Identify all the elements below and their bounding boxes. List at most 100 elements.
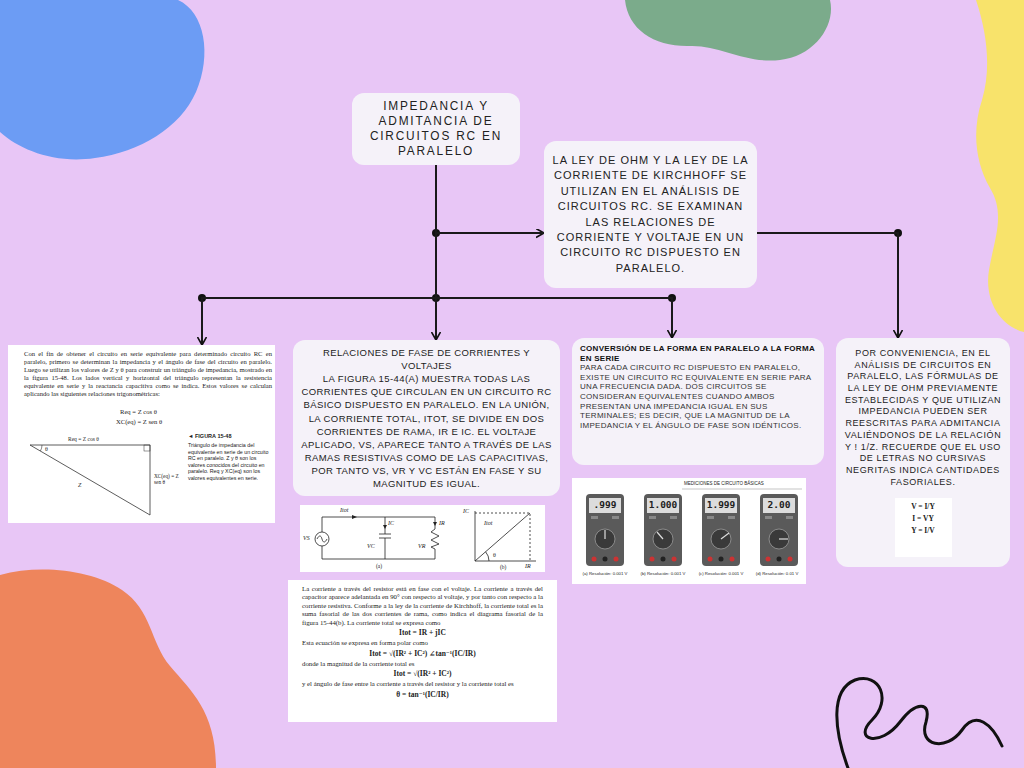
figure-part (433, 522, 437, 526)
note-heading: CONVERSIÓN DE LA FORMA EN PARALELO A LA … (580, 344, 816, 363)
excerpt-paragraph: Esta ecuación se expresa en forma polar … (302, 639, 543, 647)
figure-part (144, 445, 150, 451)
excerpt-paragraph: donde la magnitud de la corriente total … (302, 660, 543, 668)
figure-part (475, 511, 536, 561)
note-heading: RELACIONES DE FASE DE CORRIENTES Y VOLTA… (301, 346, 552, 372)
figure-part (322, 517, 435, 532)
figure-part (670, 516, 677, 519)
figure-part (595, 529, 615, 549)
topic-title: IMPEDANCIA Y ADMITANCIA DE CIRCUITOS RC … (360, 99, 512, 158)
figure-part (385, 538, 386, 559)
figure-part (40, 445, 42, 451)
figure-part (653, 529, 673, 549)
formula: I = VY (897, 513, 950, 525)
formula: Itot = √(IR² + IC²) (302, 668, 543, 680)
excerpt-paragraph: Con el fin de obtener el circuito en ser… (24, 350, 272, 398)
figure-part (707, 516, 714, 519)
figure-part (315, 532, 329, 546)
textbook-excerpt: La corriente a través del resistor está … (288, 580, 557, 722)
note-box: LA LEY DE OHM Y LA LEY DE LA CORRIENTE D… (544, 141, 757, 288)
figure-caption: Triángulo de impedancia del equivalente … (188, 442, 272, 482)
figure-part (760, 494, 798, 566)
triangle-label: Z (78, 482, 81, 489)
meter-caption: (a) Resolución: 0.001 V (577, 571, 633, 576)
note-text: LA LEY DE OHM Y LA LEY DE LA CORRIENTE D… (552, 153, 749, 276)
triangle-label: XC(eq) = Z sen θ (154, 473, 186, 486)
figure-part (708, 557, 713, 562)
figure-part-label: (a) (376, 563, 382, 570)
connector-arrow (202, 165, 436, 345)
formula: Itot = √(IR² + IC²) ∠tan⁻¹(IC/IR) (302, 648, 543, 660)
figure-part (721, 533, 729, 539)
figure-part (317, 536, 327, 542)
voltage-label: VS (303, 535, 310, 542)
figure-part (657, 532, 663, 539)
decor-blob (976, 0, 1024, 332)
figure-part (486, 552, 489, 561)
textbook-excerpt: Con el fin de obtener el circuito en ser… (8, 345, 275, 523)
meter-caption: (d) Resolución: 0.01 V (749, 571, 805, 576)
formula: XC(eq) = Z sen θ (116, 418, 162, 426)
formula: Itot = IR + jIC (302, 627, 543, 639)
meter-display: 1.999 (705, 499, 737, 510)
figure-part (647, 498, 679, 513)
meter-display: 1.000 (647, 499, 679, 510)
phasor-label: Itot (484, 520, 492, 527)
figure-part (766, 557, 771, 562)
figure-part (719, 557, 724, 562)
figure-part (603, 557, 608, 562)
figure-part (661, 557, 666, 562)
figure-part (614, 557, 619, 562)
figure-part (763, 498, 795, 513)
voltage-label: VC (367, 543, 375, 550)
decor-blob (0, 570, 216, 768)
angle-label: θ (493, 552, 496, 559)
figure-part (788, 557, 793, 562)
decor-blob (0, 0, 204, 159)
voltage-label: VR (418, 543, 425, 550)
formula: θ = tan⁻¹(IC/IR) (302, 689, 543, 701)
figure-part (431, 529, 439, 559)
figure-part (779, 538, 788, 539)
figure-part (586, 494, 624, 566)
figure-part (591, 516, 598, 519)
meter-display: .999 (589, 499, 621, 510)
figure-part (769, 529, 789, 549)
figure-part (777, 557, 782, 562)
formula: V = I/Y (897, 501, 950, 513)
formula: Req = Z cos θ (120, 408, 157, 416)
note-box: CONVERSIÓN DE LA FORMA EN PARALELO A LA … (572, 338, 824, 465)
figure-part (475, 513, 530, 561)
current-label: Itot (340, 507, 348, 514)
current-label: IR (439, 520, 445, 527)
formula-box: V = I/YI = VYY = I/V (895, 498, 952, 557)
figure-part (604, 530, 605, 539)
phasor-label: IC (463, 508, 469, 515)
note-box: RELACIONES DE FASE DE CORRIENTES Y VOLTA… (293, 340, 560, 496)
circuit-figure (300, 505, 545, 572)
excerpt-paragraph: y el ángulo de fase entre la corriente a… (302, 680, 543, 688)
multimeter-figure (572, 478, 806, 584)
figure-part (352, 515, 357, 519)
figure-part (682, 489, 802, 490)
figure-part (702, 494, 740, 566)
figure-part (379, 534, 391, 538)
triangle-label: Req = Z cos θ (68, 436, 99, 443)
note-text: LA FIGURA 15-44(A) MUESTRA TODAS LAS COR… (301, 372, 552, 490)
figure-part (383, 525, 387, 529)
figure-part (644, 494, 682, 566)
decor-blob (625, 0, 831, 61)
figure-number: ◄ FIGURA 15-48 (188, 433, 231, 440)
note-text: POR CONVENIENCIA, EN EL ANÁLISIS DE CIRC… (844, 348, 1002, 488)
current-label: IC (388, 520, 394, 527)
figure-part (728, 516, 735, 519)
angle-label: θ (45, 446, 48, 453)
figure-part (765, 516, 772, 519)
circuit-figure-panel: ItotICIRVSVCVR(a)ICItotθIR(b) (300, 505, 545, 572)
figure-part (586, 494, 624, 566)
figure-part (711, 529, 731, 549)
figure-header: MEDICIONES DE CIRCUITO BÁSICAS (684, 481, 764, 486)
figure-part (786, 516, 793, 519)
figure-part (475, 513, 530, 561)
